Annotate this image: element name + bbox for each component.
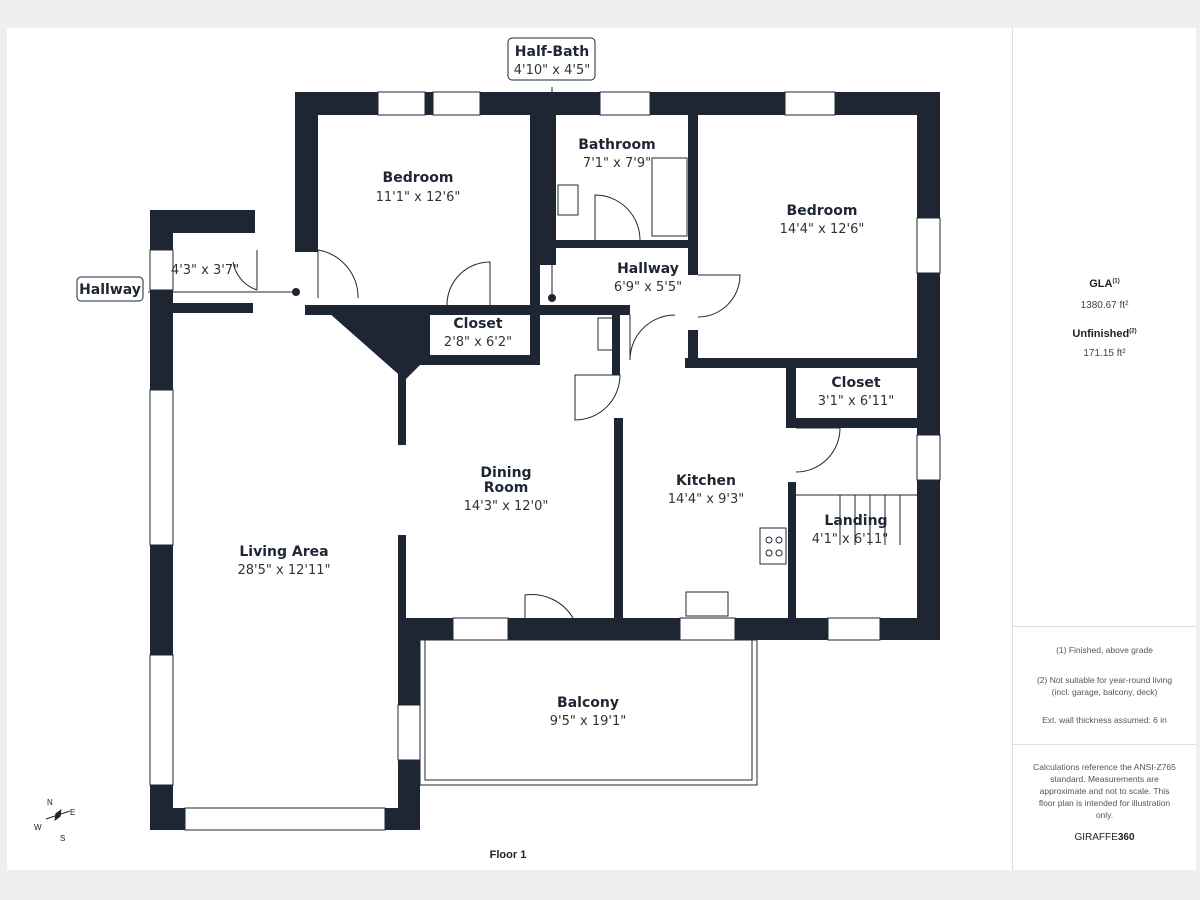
room-dims: 14'4" x 9'3": [668, 492, 744, 507]
svg-text:E: E: [70, 808, 75, 817]
room-name: Room: [484, 480, 529, 496]
room-dims: 14'4" x 12'6": [780, 222, 865, 237]
room-dims: 4'1" x 6'11": [812, 532, 888, 547]
gla-label: GLA(1): [1089, 278, 1120, 290]
room-name: Closet: [453, 316, 503, 332]
room-name: Hallway: [617, 261, 679, 277]
room-dims: 28'5" x 12'11": [238, 563, 331, 578]
room-dims: 6'9" x 5'5": [614, 280, 682, 295]
note-3: Ext. wall thickness assumed: 6 in: [1042, 715, 1167, 725]
unfinished-value: 171.15 ft²: [1083, 348, 1126, 359]
room-name: Landing: [824, 513, 887, 529]
floor-label: Floor 1: [490, 849, 527, 861]
callout-name: Hallway: [79, 282, 141, 298]
unfinished-label: Unfinished(2): [1072, 328, 1137, 340]
windows: [149, 91, 941, 831]
brand-logo: GIRAFFE360: [1074, 832, 1135, 843]
room-dims: 2'8" x 6'2": [444, 335, 512, 350]
svg-text:S: S: [60, 834, 65, 843]
room-name: Closet: [831, 375, 881, 391]
room-dims: 14'3" x 12'0": [464, 499, 549, 514]
room-dims: 3'1" x 6'11": [818, 394, 894, 409]
room-dims: 11'1" x 12'6": [376, 190, 461, 205]
compass-icon: N E S W: [34, 798, 75, 843]
note-2: (2) Not suitable for year-round living (…: [1036, 675, 1173, 697]
room-name: Kitchen: [676, 473, 736, 489]
callout-dims: 4'3" x 3'7": [171, 263, 239, 278]
floor-plan: Bedroom 11'1" x 12'6" Bathroom 7'1" x 7'…: [34, 37, 941, 861]
summary-panel: GLA(1) 1380.67 ft² Unfinished(2) 171.15 …: [1012, 28, 1196, 870]
room-name: Dining: [480, 465, 531, 481]
room-dims: 9'5" x 19'1": [550, 714, 626, 729]
disclaimer: Calculations reference the ANSI-Z765 sta…: [1033, 762, 1176, 820]
hallway-callout: [76, 276, 144, 302]
room-name: Living Area: [239, 544, 328, 560]
room-name: Bathroom: [578, 137, 656, 153]
room-name: Balcony: [557, 695, 619, 711]
half-bath-callout: [507, 37, 596, 81]
gla-value: 1380.67 ft²: [1080, 300, 1129, 311]
room-name: Bedroom: [787, 203, 858, 219]
svg-text:N: N: [47, 798, 53, 807]
svg-text:W: W: [34, 823, 42, 832]
room-dims: 7'1" x 7'9": [583, 156, 651, 171]
callout-dims: 4'10" x 4'5": [514, 63, 590, 78]
floor-plan-sheet: Bedroom 11'1" x 12'6" Bathroom 7'1" x 7'…: [7, 28, 1196, 870]
callout-name: Half-Bath: [515, 44, 589, 60]
doors-fixtures: [148, 87, 917, 786]
room-name: Bedroom: [383, 170, 454, 186]
note-1: (1) Finished, above grade: [1056, 645, 1153, 655]
